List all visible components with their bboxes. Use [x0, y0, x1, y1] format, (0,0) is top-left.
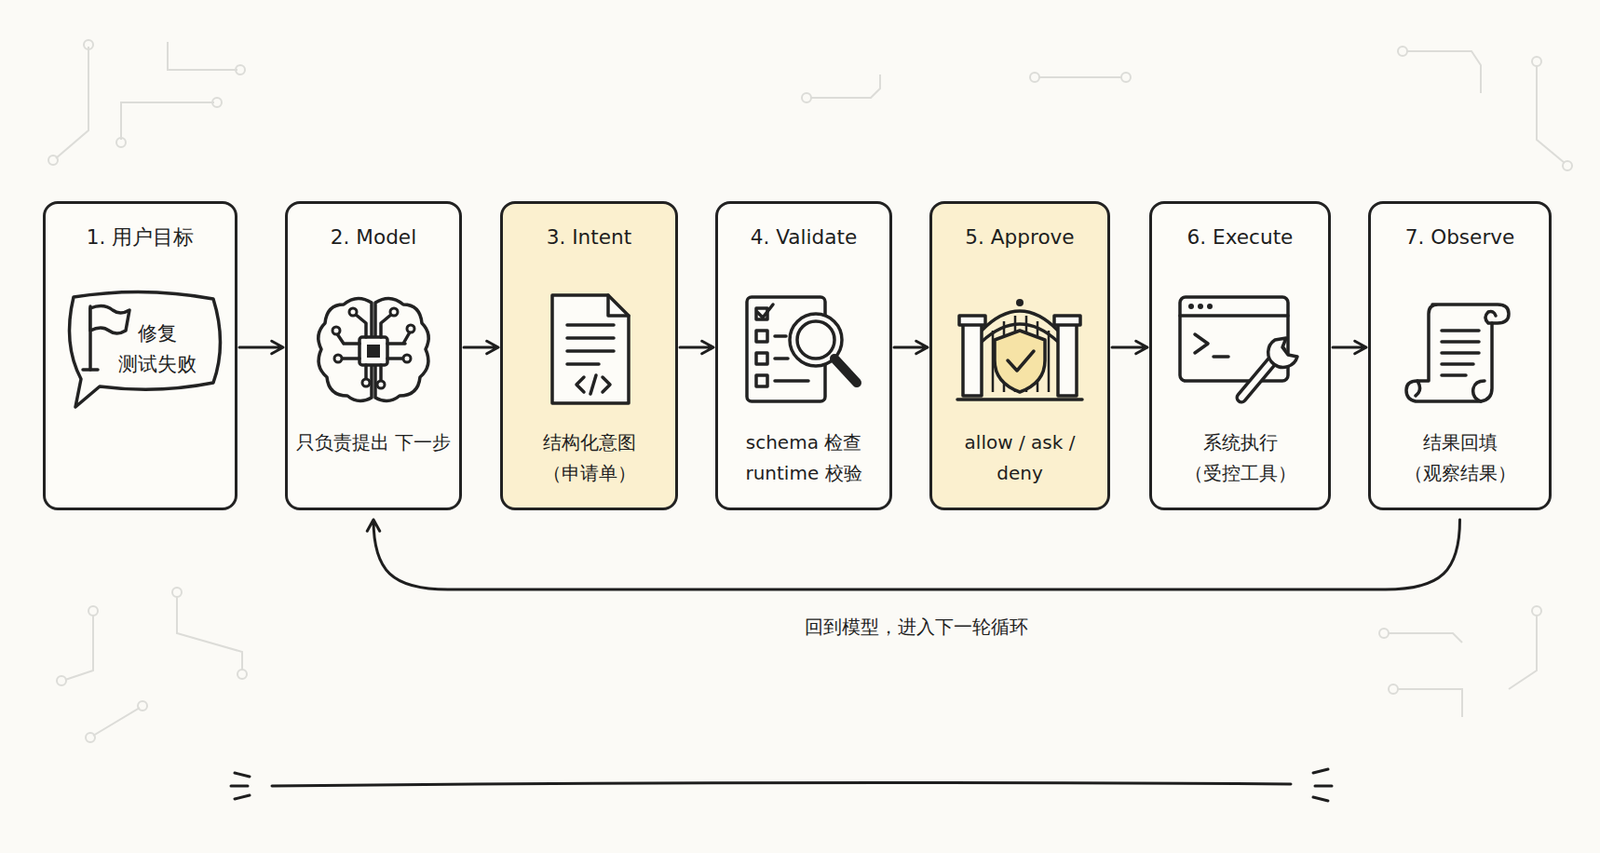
flow-arrow: [463, 340, 499, 353]
process-box: 2. Model 只负责提出 下一步: [284, 201, 462, 511]
process-box: 3. Intent 结构化意图 （申请单）: [500, 201, 678, 511]
scroll-icon: [1395, 284, 1526, 415]
flag-bubble-icon: [54, 278, 232, 419]
step-title: 1. 用户目标: [45, 222, 235, 253]
step-description: 系统执行 （受控工具）: [1159, 427, 1321, 489]
process-box: 5. Approve allow / ask / deny: [929, 201, 1111, 511]
process-box: 6. Execute 系统执行 （受控工具）: [1149, 201, 1331, 511]
terminal-wrench-icon: [1170, 284, 1311, 415]
step-title: 6. Execute: [1152, 222, 1329, 253]
gate-shield-icon: [949, 282, 1090, 413]
step-title: 5. Approve: [932, 222, 1108, 253]
step-description: 结果回填 （观察结果）: [1378, 427, 1542, 489]
step-description: allow / ask / deny: [939, 427, 1100, 489]
step-description: 只负责提出 下一步: [295, 427, 452, 459]
flow-arrow: [679, 340, 714, 353]
brain-chip-icon: [308, 285, 439, 417]
process-box: 7. Observe 结果回填 （观察结果）: [1368, 201, 1552, 511]
document-code-icon: [524, 284, 655, 415]
flow-arrow: [1332, 340, 1367, 353]
step-description: 修复 测试失败: [110, 318, 204, 380]
step-title: 7. Observe: [1370, 222, 1549, 253]
flow-arrow: [239, 340, 284, 353]
step-description: schema 检查 runtime 校验: [725, 427, 882, 489]
process-box: 4. Validate schema 检查 runtime 校验: [715, 201, 893, 511]
process-box: 1. 用户目标修复 测试失败: [42, 201, 238, 511]
flow-arrow: [1111, 340, 1148, 353]
step-description: 结构化意图 （申请单）: [510, 427, 668, 489]
step-title: 3. Intent: [502, 222, 676, 253]
checklist-magnifier-icon: [733, 284, 874, 415]
flow-arrow: [894, 340, 928, 353]
loop-arrow: [366, 519, 1460, 590]
loop-label: 回到模型，进入下一轮循环: [799, 613, 1034, 640]
step-title: 4. Validate: [718, 222, 890, 253]
step-title: 2. Model: [287, 222, 460, 253]
